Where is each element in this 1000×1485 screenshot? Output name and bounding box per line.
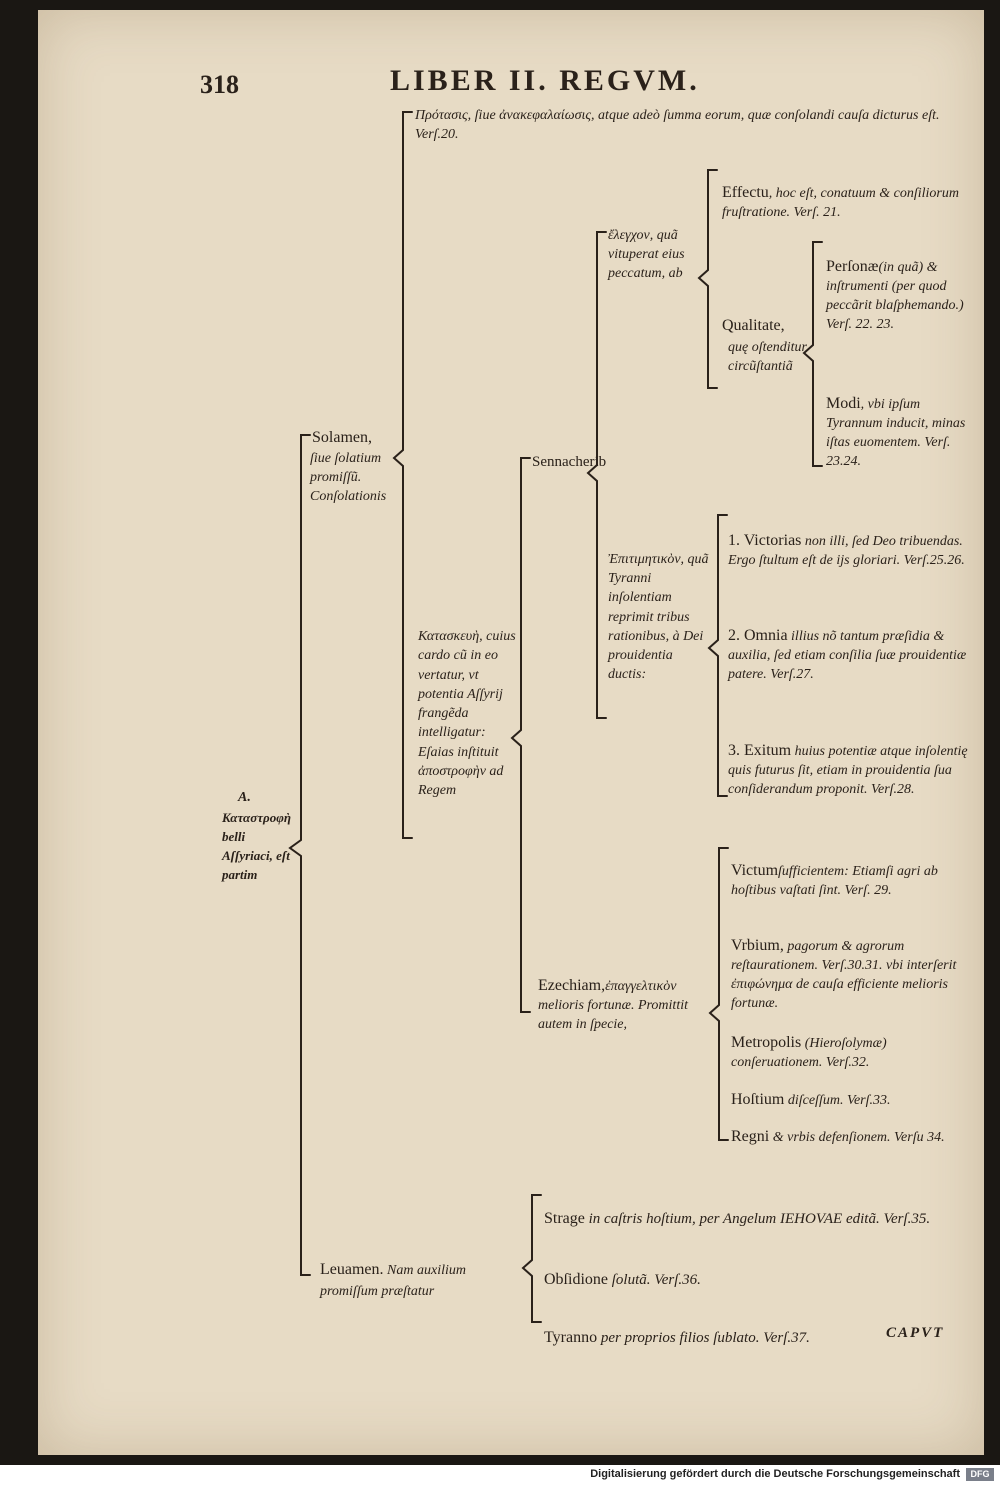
brace-root — [288, 434, 311, 1276]
regni-entry: Regni & vrbis defenſionem. Verſu 34. — [731, 1108, 973, 1147]
reason-3-label: 3. Exitum — [728, 742, 792, 759]
vrbium-label: Vrbium, — [731, 937, 784, 954]
victum-label: Victum — [731, 862, 779, 879]
leuamen-entry: Leuamen. Nam auxilium promiſſum præſtatu… — [320, 1238, 520, 1302]
root-text: Καταστροφὴ belli Aſſyriaci, eſt partim — [222, 810, 291, 882]
hostium-text: diſceſſum. Verſ.33. — [787, 1093, 891, 1108]
reason-3-text: huius potentiæ atque inſolentię quis fut… — [728, 744, 968, 797]
brace-epitim — [707, 514, 728, 797]
tyranno-text: per proprios filios ſublato. Verſ.37. — [600, 1330, 810, 1346]
reason-2-text: illius nõ tantum præſidia & auxilia, ſed… — [728, 629, 967, 682]
metropolis-entry: Metropolis (Hieroſolymæ) conſeruationem.… — [731, 1014, 973, 1072]
regni-text: & vrbis defenſionem. Verſu 34. — [772, 1130, 945, 1145]
solamen-label: Solamen, — [312, 429, 372, 446]
brace-elenchus — [697, 169, 718, 389]
personae-label: Perſonæ — [826, 258, 879, 275]
book-page — [38, 10, 984, 1455]
digitization-footer: Digitalisierung gefördert durch die Deut… — [0, 1465, 1000, 1485]
hostium-entry: Hoſtium diſceſſum. Verſ.33. — [731, 1071, 973, 1110]
obsidione-text: ſolutã. Verſ.36. — [611, 1272, 701, 1288]
footer-text: Digitalisierung gefördert durch die Deut… — [590, 1468, 960, 1480]
solamen-text: ſiue ſolatium promiſſũ. Conſolationis — [310, 451, 387, 504]
reason-1-text: non illi, ſed Deo tribuendas. Ergo ſtult… — [728, 534, 965, 568]
regni-label: Regni — [731, 1128, 770, 1145]
reason-2-label: 2. Omnia — [728, 627, 788, 644]
reason-1-label: 1. Victorias — [728, 532, 802, 549]
running-title: LIBER II. REGVM. — [390, 64, 700, 97]
brace-sennacherib — [586, 231, 607, 719]
dfg-logo: DFG — [966, 1468, 994, 1481]
qualitate-label: Qualitate, — [722, 317, 785, 334]
victum-entry: Victumſufficientem: Etiamſi agri ab hoſt… — [731, 842, 971, 900]
kataskeue-text: Κατασκευὴ, cuius cardo cũ in eo vertatur… — [418, 629, 516, 799]
brace-kataskeue — [510, 457, 531, 1013]
epitim-text: Ἐπιτιμητικὸν, quã Tyranni inſolentiam re… — [608, 552, 709, 683]
vrbium-entry: Vrbium, pagorum & agrorum reſtaurationem… — [731, 917, 973, 1013]
effectu-label: Effectu — [722, 184, 769, 201]
leuamen-text: Nam auxilium promiſſum præſtatur — [320, 1263, 466, 1299]
victum-text: ſufficientem: Etiamſi agri ab hoſtibus v… — [731, 864, 938, 898]
hostium-label: Hoſtium — [731, 1091, 785, 1108]
leuamen-label: Leuamen. — [320, 1261, 384, 1278]
obsidione-label: Obſidione — [544, 1271, 608, 1288]
brace-ezechiam — [708, 847, 729, 1141]
strage-text: in caſtris hoſtium, per Angelum IEHOVAE … — [588, 1211, 931, 1227]
page-number: 318 — [200, 70, 239, 99]
strage-entry: Strage in caſtris hoſtium, per Angelum I… — [544, 1190, 976, 1229]
ezechiam-entry: Ezechiam,ἐπαγγελτικὸν melioris fortunæ. … — [538, 957, 716, 1034]
brace-solamen — [392, 111, 413, 839]
protasis-text: Πρότασις, ſiue ἀνακεφαλαίωσις, atque ade… — [415, 108, 940, 142]
reason-2-entry: 2. Omnia illius nõ tantum præſidia & aux… — [728, 607, 973, 684]
root-label: A. — [238, 790, 251, 805]
sennacherib-label: Sennacherib — [532, 454, 607, 470]
effectu-text: , hoc eſt, conatuum & conſiliorum fruſtr… — [722, 186, 959, 220]
brace-leuamen — [521, 1194, 542, 1323]
elenchus-text: ἔλεγχον, quã vituperat eius peccatum, ab — [608, 228, 685, 281]
effectu-entry: Effectu, hoc eſt, conatuum & conſiliorum… — [722, 164, 972, 222]
metropolis-text: (Hieroſolymæ) conſeruationem. Verſ.32. — [731, 1036, 887, 1070]
qualitate-text: quę oſtenditur circũſtantiã — [728, 340, 807, 374]
modi-entry: Modi, vbi ipſum Tyrannum inducit, minas … — [826, 375, 974, 471]
strage-label: Strage — [544, 1210, 585, 1227]
metropolis-label: Metropolis — [731, 1034, 802, 1051]
catchword: CAPVT — [886, 1325, 945, 1341]
modi-label: Modi — [826, 395, 861, 412]
modi-text: , vbi ipſum Tyrannum inducit, minas iſta… — [826, 397, 966, 469]
reason-1-entry: 1. Victorias non illi, ſed Deo tribuenda… — [728, 512, 973, 570]
personae-entry: Perſonæ(in quã) & inſtrumenti (per quod … — [826, 238, 971, 334]
tyranno-entry: Tyranno per proprios filios ſublato. Ver… — [544, 1309, 944, 1348]
ezechiam-text: ἐπαγγελτικὸν melioris fortunæ. Promittit… — [538, 979, 688, 1032]
vrbium-text: pagorum & agrorum reſtaurationem. Verſ.3… — [731, 939, 957, 1011]
personae-text: (in quã) & inſtrumenti (per quod peccãri… — [826, 260, 964, 332]
obsidione-entry: Obſidione ſolutã. Verſ.36. — [544, 1251, 944, 1290]
reason-3-entry: 3. Exitum huius potentiæ atque inſolenti… — [728, 722, 973, 799]
ezechiam-label: Ezechiam, — [538, 977, 606, 994]
tyranno-label: Tyranno — [544, 1329, 598, 1346]
brace-qualitate — [802, 241, 823, 467]
